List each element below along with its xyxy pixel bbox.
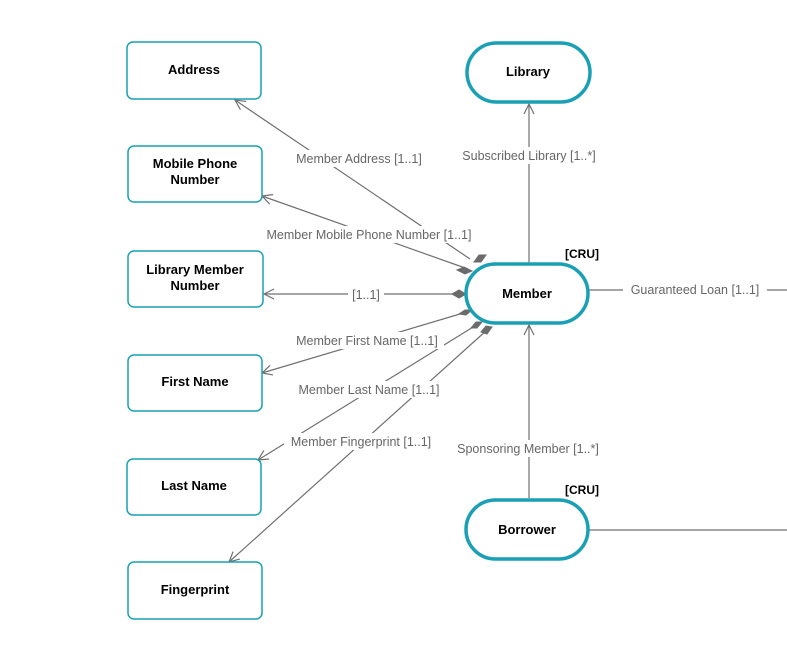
- node-member-label: Member: [502, 286, 552, 301]
- node-address[interactable]: Address: [126, 41, 262, 100]
- label-member-last-name: Member Last Name [1..1]: [298, 383, 439, 397]
- label-member-libnum: [1..1]: [352, 288, 380, 302]
- label-member-mobile: Member Mobile Phone Number [1..1]: [267, 228, 472, 242]
- entities: Library [CRU] Member [CRU] Borrower: [464, 41, 599, 561]
- diamond-mobile: [455, 266, 474, 275]
- node-library-label: Library: [506, 64, 551, 79]
- node-member[interactable]: Member: [464, 262, 590, 325]
- node-library[interactable]: Library: [465, 41, 592, 104]
- node-libnum-label-1: Library Member: [146, 262, 244, 277]
- diamond-libnum: [450, 289, 468, 299]
- label-sponsoring-member: Sponsoring Member [1..*]: [457, 442, 599, 456]
- node-mobile-label-1: Mobile Phone: [153, 156, 238, 171]
- diamond-last-name: [469, 321, 484, 329]
- node-first-name-label: First Name: [161, 374, 228, 389]
- edges: [229, 100, 787, 562]
- diamond-address: [473, 254, 487, 263]
- node-address-label: Address: [168, 62, 220, 77]
- node-first-name[interactable]: First Name: [127, 354, 263, 412]
- diamond-first-name: [457, 309, 474, 316]
- attribute-boxes: Address Mobile Phone Number Library Memb…: [126, 41, 264, 620]
- node-library-member-number[interactable]: Library Member Number: [127, 250, 264, 308]
- label-guaranteed-loan: Guaranteed Loan [1..1]: [631, 283, 760, 297]
- node-libnum-label-2: Number: [170, 278, 219, 293]
- composition-diamonds: [450, 254, 493, 335]
- node-borrower[interactable]: Borrower: [464, 498, 590, 561]
- node-last-name-label: Last Name: [161, 478, 227, 493]
- node-mobile-phone-number[interactable]: Mobile Phone Number: [127, 145, 263, 203]
- node-fingerprint[interactable]: Fingerprint: [127, 561, 263, 620]
- borrower-cru-tag: [CRU]: [565, 483, 599, 497]
- node-fingerprint-label: Fingerprint: [161, 582, 230, 597]
- diamond-fingerprint: [480, 325, 493, 335]
- node-mobile-label-2: Number: [170, 172, 219, 187]
- member-cru-tag: [CRU]: [565, 247, 599, 261]
- label-subscribed-library: Subscribed Library [1..*]: [462, 149, 595, 163]
- node-borrower-label: Borrower: [498, 522, 556, 537]
- label-member-address: Member Address [1..1]: [296, 152, 422, 166]
- edge-labels: Member Address [1..1] Member Mobile Phon…: [259, 147, 767, 457]
- label-member-first-name: Member First Name [1..1]: [296, 334, 438, 348]
- node-last-name[interactable]: Last Name: [126, 458, 262, 516]
- label-member-fingerprint: Member Fingerprint [1..1]: [291, 435, 431, 449]
